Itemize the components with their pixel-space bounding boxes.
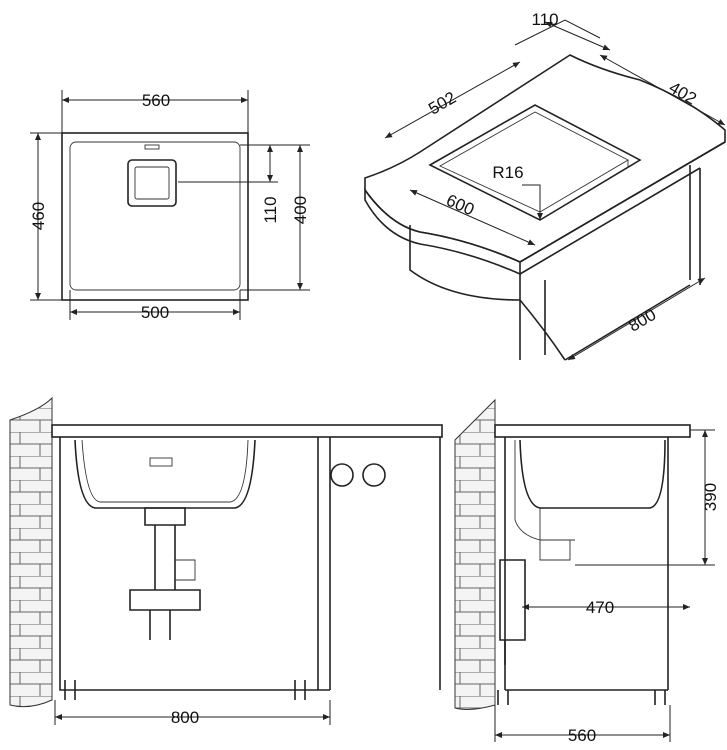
pipe-opening <box>362 463 386 487</box>
wall-side <box>454 398 496 710</box>
dim-110: 110 <box>261 196 280 223</box>
sink-outer-outline <box>61 132 249 301</box>
isometric-view: 110 402 502 R16 600 800 <box>364 10 726 361</box>
side-view: 390 470 560 <box>454 398 720 745</box>
plan-view: 560 460 110 400 500 <box>29 90 310 322</box>
cabinet-front <box>59 437 441 691</box>
sink-bowl <box>74 439 256 509</box>
overflow-slot <box>144 144 160 150</box>
dim-560-side: 560 <box>568 726 596 745</box>
overflow-slot-front <box>149 457 173 467</box>
sink-bowl-side <box>519 439 666 509</box>
wall <box>9 396 53 708</box>
drain-cover <box>127 159 177 207</box>
dim-800-iso: 800 <box>625 305 659 336</box>
dim-500: 500 <box>141 303 169 322</box>
cabinet-feet <box>64 680 306 700</box>
countertop-front <box>51 424 443 438</box>
countertop-side <box>494 424 691 438</box>
dim-460: 460 <box>29 202 48 230</box>
bowl-outline <box>69 141 241 291</box>
front-view: 800 <box>9 396 443 727</box>
dim-470: 470 <box>586 598 614 617</box>
pipe-opening <box>330 463 354 487</box>
dim-800-front: 800 <box>171 708 199 727</box>
dim-560: 560 <box>142 91 170 110</box>
dim-110-iso: 110 <box>531 10 558 29</box>
dim-400: 400 <box>291 196 310 224</box>
siphon-side <box>499 559 526 665</box>
cabinet-side <box>504 437 669 691</box>
overflow-pipe <box>514 440 575 561</box>
dim-402: 402 <box>666 78 700 109</box>
dim-502: 502 <box>425 88 459 119</box>
dim-600: 600 <box>443 191 477 220</box>
dim-390: 390 <box>701 483 720 511</box>
dim-r16: R16 <box>492 163 523 182</box>
siphon <box>129 507 201 640</box>
